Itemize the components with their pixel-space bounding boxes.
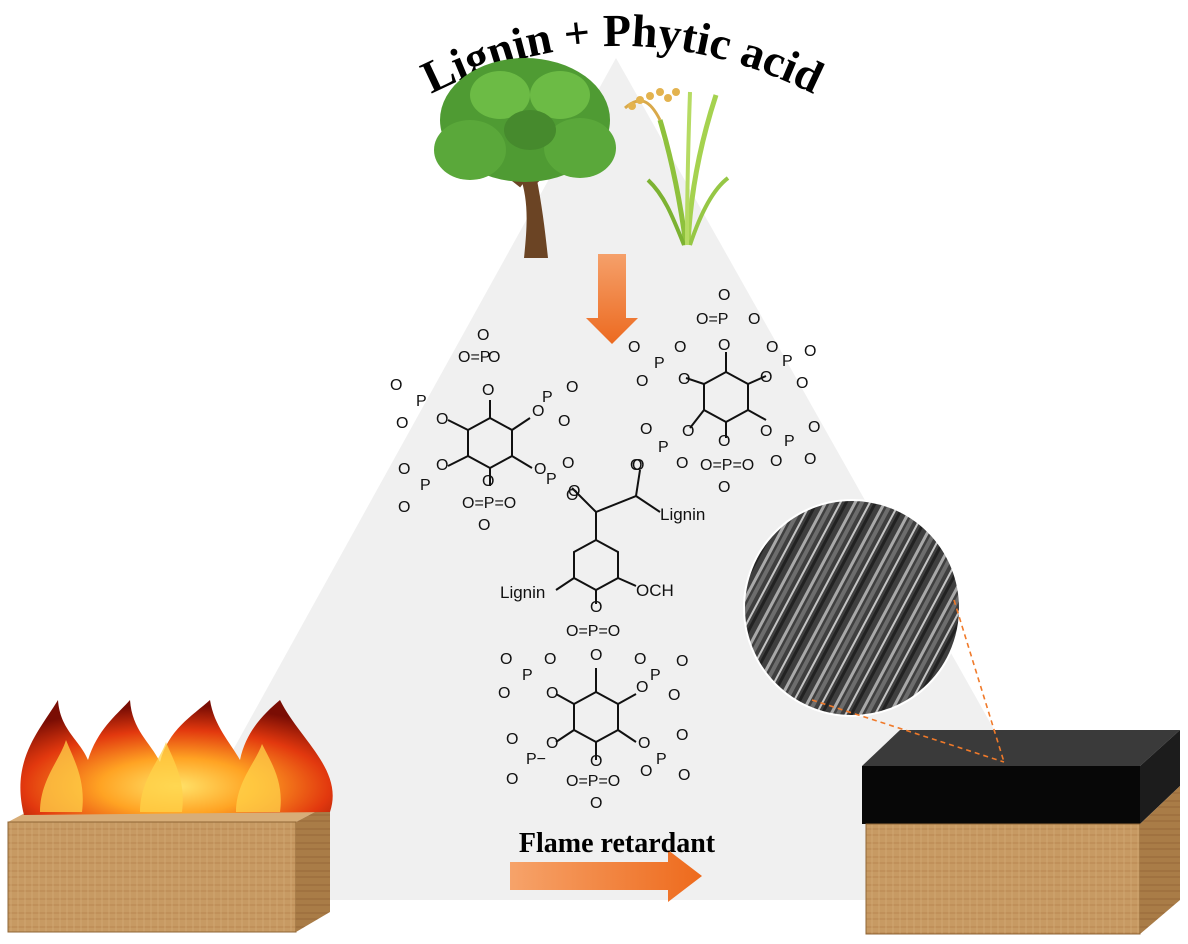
atom-label: O (534, 461, 546, 478)
atom-label: P (522, 667, 533, 684)
atom-label: O (770, 453, 782, 470)
atom-label: O (568, 483, 580, 500)
atom-label: O (804, 451, 816, 468)
atom-label: O=P (696, 311, 728, 328)
atom-label: O (478, 517, 490, 534)
atom-label: O=P=O (700, 457, 754, 474)
atom-label: O (676, 727, 688, 744)
atom-label: O (590, 599, 602, 616)
atom-label: P (650, 667, 661, 684)
phytate-ring-left: O O=P O O O P O O O P O O O P O O O O=P=… (390, 327, 578, 534)
sem-micrograph-icon (743, 499, 1005, 763)
down-arrow (586, 254, 638, 344)
atom-label: O (676, 455, 688, 472)
atom-label: O=P=O (566, 623, 620, 640)
atom-label: O=P=O (566, 773, 620, 790)
atom-label: O (506, 771, 518, 788)
flame-retardant-label: Flame retardant (519, 828, 716, 859)
phytate-ring-right: O O=P O O O P O O O O P O O O O P O O O … (628, 287, 820, 496)
atom-label: O (398, 499, 410, 516)
rice-plant-icon (624, 88, 730, 246)
atom-label: O (718, 433, 730, 450)
atom-label: O (632, 457, 644, 474)
lignin-label: Lignin (500, 583, 545, 602)
atom-label: O (628, 339, 640, 356)
tree-icon (434, 58, 616, 258)
lignin-backbone: O O Lignin Lignin OCH O O=P=O O (500, 457, 705, 664)
atom-label: O (636, 373, 648, 390)
atom-label: O (500, 651, 512, 668)
atom-label: P (658, 439, 669, 456)
atom-label: O (682, 423, 694, 440)
atom-label: O (718, 337, 730, 354)
atom-label: P (656, 751, 667, 768)
atom-label: O (590, 753, 602, 770)
atom-label: O (796, 375, 808, 392)
flame-retardant-arrow (510, 850, 702, 902)
atom-label: O (766, 339, 778, 356)
atom-label: P (546, 471, 557, 488)
atom-label: O (640, 763, 652, 780)
chemical-structure: O O=P O O O P O O O P O O O P O O O O=P=… (390, 287, 820, 812)
atom-label: O (748, 311, 760, 328)
atom-label: O (590, 795, 602, 812)
atom-label: O (398, 461, 410, 478)
atom-label: O (718, 287, 730, 304)
atom-label: O (482, 473, 494, 490)
charred-wood-block (862, 730, 1180, 935)
methoxy-label: OCH (636, 581, 674, 600)
atom-label: O (544, 651, 556, 668)
atom-label: O (674, 339, 686, 356)
burning-wood-block (7, 804, 330, 933)
atom-label: O (546, 685, 558, 702)
atom-label: O (498, 685, 510, 702)
atom-label: O (566, 379, 578, 396)
atom-label: O=P=O (462, 495, 516, 512)
lignin-label: Lignin (660, 505, 705, 524)
atom-label: O (546, 735, 558, 752)
atom-label: O (590, 647, 602, 664)
atom-label: O (804, 343, 816, 360)
atom-label: O (678, 767, 690, 784)
atom-label: O (436, 457, 448, 474)
atom-label: P (420, 477, 431, 494)
atom-label: O (808, 419, 820, 436)
phytate-ring-bottom: O P O O O O P O O O O P− O O O P O O O O… (498, 651, 690, 812)
atom-label: O (634, 651, 646, 668)
atom-label: O (477, 327, 489, 344)
atom-label: O (718, 479, 730, 496)
atom-label: O (678, 371, 690, 388)
atom-label: O (640, 421, 652, 438)
atom-label: O (676, 653, 688, 670)
atom-label: O (506, 731, 518, 748)
atom-label: O (760, 423, 772, 440)
atom-label: O (488, 349, 500, 366)
atom-label: P− (526, 751, 546, 768)
atom-label: P (542, 389, 553, 406)
atom-label: P (416, 393, 427, 410)
atom-label: P (782, 353, 793, 370)
atom-label: O (532, 403, 544, 420)
atom-label: O (558, 413, 570, 430)
atom-label: O (668, 687, 680, 704)
atom-label: O (390, 377, 402, 394)
atom-label: O (396, 415, 408, 432)
fire-icon (20, 700, 333, 815)
atom-label: O (638, 735, 650, 752)
atom-label: O (482, 382, 494, 399)
atom-label: O (436, 411, 448, 428)
atom-label: O (630, 457, 642, 474)
atom-label: O (562, 455, 574, 472)
atom-label: P (654, 355, 665, 372)
atom-label: P (784, 433, 795, 450)
atom-label: O (760, 369, 772, 386)
atom-label: O=P (458, 349, 490, 366)
atom-label: O (636, 679, 648, 696)
